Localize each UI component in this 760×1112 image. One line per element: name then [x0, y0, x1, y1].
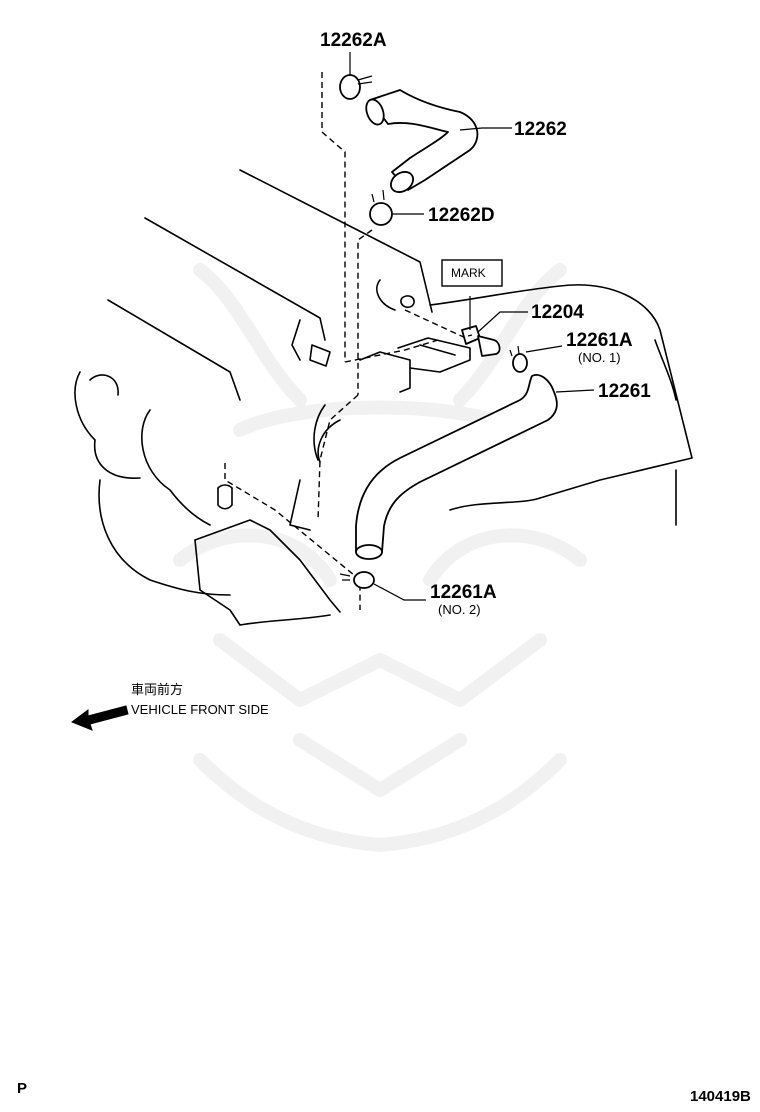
label-corner-right: 140419B	[690, 1088, 751, 1105]
clip-12261A-no2	[339, 571, 375, 589]
label-mark: MARK	[451, 266, 486, 280]
label-12261A-no2: 12261A	[430, 582, 497, 603]
label-12261A-no2-note: (NO. 2)	[438, 602, 481, 617]
label-12261A-no1: 12261A	[566, 330, 633, 351]
label-12261: 12261	[598, 381, 651, 402]
label-corner-left: P	[17, 1080, 27, 1097]
watermark-crest	[173, 263, 587, 852]
label-12262A: 12262A	[320, 30, 387, 51]
label-12262: 12262	[514, 119, 567, 140]
label-12204: 12204	[531, 302, 584, 323]
front-direction-arrow-icon	[70, 705, 129, 731]
pcv-valve-12204	[461, 325, 501, 357]
clip-12262A	[339, 74, 373, 100]
label-12261A-no1-note: (NO. 1)	[578, 350, 621, 365]
dashed-guides	[224, 72, 471, 610]
label-direction-jp: 車両前方	[131, 682, 183, 697]
hose-12262	[365, 89, 479, 193]
clip-12261A-no1	[509, 345, 528, 373]
leader-lines	[349, 52, 595, 601]
hose-12261	[355, 374, 558, 560]
engine-block	[74, 169, 693, 626]
clip-12262D	[369, 189, 393, 226]
label-direction-en: VEHICLE FRONT SIDE	[131, 702, 269, 717]
mark-box	[441, 259, 503, 287]
label-12262D: 12262D	[428, 205, 495, 226]
